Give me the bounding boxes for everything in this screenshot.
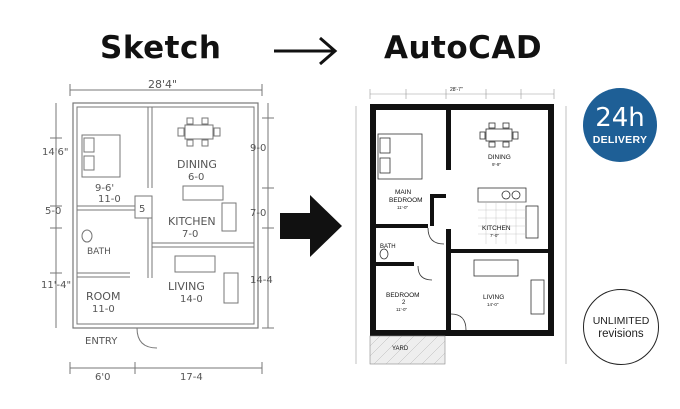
cad-dining-size: 9'-9" xyxy=(492,162,501,167)
sketch-kitchen-size: 7-0 xyxy=(182,229,198,240)
delivery-badge-label: DELIVERY xyxy=(592,133,648,146)
sketch-kitchen-label: KITCHEN xyxy=(168,215,216,228)
sketch-bottom-dim: 17-4 xyxy=(180,372,203,383)
sketch-living-label: LIVING xyxy=(168,280,205,293)
arrow-right-icon xyxy=(274,36,338,66)
arrow-right-icon xyxy=(280,195,342,257)
cad-bedroom2-label: 2 xyxy=(402,300,406,306)
sketch-dining-label: DINING xyxy=(177,158,217,171)
sketch-left-dim: 11'-4" xyxy=(41,280,71,291)
sketch-left-dim: 14'6" xyxy=(42,147,68,158)
delivery-badge: 24h DELIVERY xyxy=(583,88,657,162)
cad-bedroom2-label: BEDROOM xyxy=(386,292,420,299)
sketch-room-size: 11-0 xyxy=(92,304,115,315)
cad-kitchen-label: KITCHEN xyxy=(482,225,511,232)
sketch-bottom-dim: 6'0 xyxy=(95,372,110,383)
revisions-badge-bottom: revisions xyxy=(598,327,644,340)
cad-top-dim: 28'-7" xyxy=(450,87,463,93)
cad-yard-label: YARD xyxy=(392,346,409,352)
sketch-dining-size: 6-0 xyxy=(188,172,204,183)
sketch-heading: Sketch xyxy=(100,30,222,66)
cad-main-bedroom-label: BEDROOM xyxy=(389,197,423,204)
sketch-room-label: ROOM xyxy=(86,290,120,303)
cad-living-label: LIVING xyxy=(483,294,504,301)
sketch-living-size: 14-0 xyxy=(180,294,203,305)
sketch-closet-label: 5 xyxy=(139,204,145,215)
sketch-entry-label: ENTRY xyxy=(85,336,118,347)
cad-bedroom2-size: 11'-0" xyxy=(396,307,408,312)
autocad-floor-plan: 28'-7" xyxy=(355,87,567,365)
cad-main-bedroom-label: MAIN xyxy=(395,189,412,196)
sketch-floor-plan: 28'4" 14'6" 5-0 11'-4" 9-0 7-0 14-4 DINI… xyxy=(41,78,274,383)
cad-main-bedroom-size: 11'-0" xyxy=(397,205,409,210)
delivery-badge-time: 24h xyxy=(595,102,645,133)
sketch-right-dim: 14-4 xyxy=(250,275,273,286)
sketch-right-dim: 9-0 xyxy=(250,143,266,154)
revisions-badge: UNLIMITED revisions xyxy=(583,289,659,365)
cad-living-size: 14'-0" xyxy=(487,302,499,307)
cad-kitchen-size: 7'-0" xyxy=(490,233,499,238)
sketch-bedroom-size: 9-6' xyxy=(95,183,114,194)
cad-bath-label: BATH xyxy=(380,244,396,250)
sketch-left-dim: 5-0 xyxy=(45,206,61,217)
cad-dining-label: DINING xyxy=(488,154,511,161)
sketch-bedroom-size: 11-0 xyxy=(98,194,121,205)
sketch-top-dim: 28'4" xyxy=(148,78,177,91)
revisions-badge-top: UNLIMITED xyxy=(592,314,650,327)
sketch-bath-label: BATH xyxy=(87,247,111,257)
autocad-heading: AutoCAD xyxy=(384,30,543,66)
sketch-right-dim: 7-0 xyxy=(250,208,266,219)
